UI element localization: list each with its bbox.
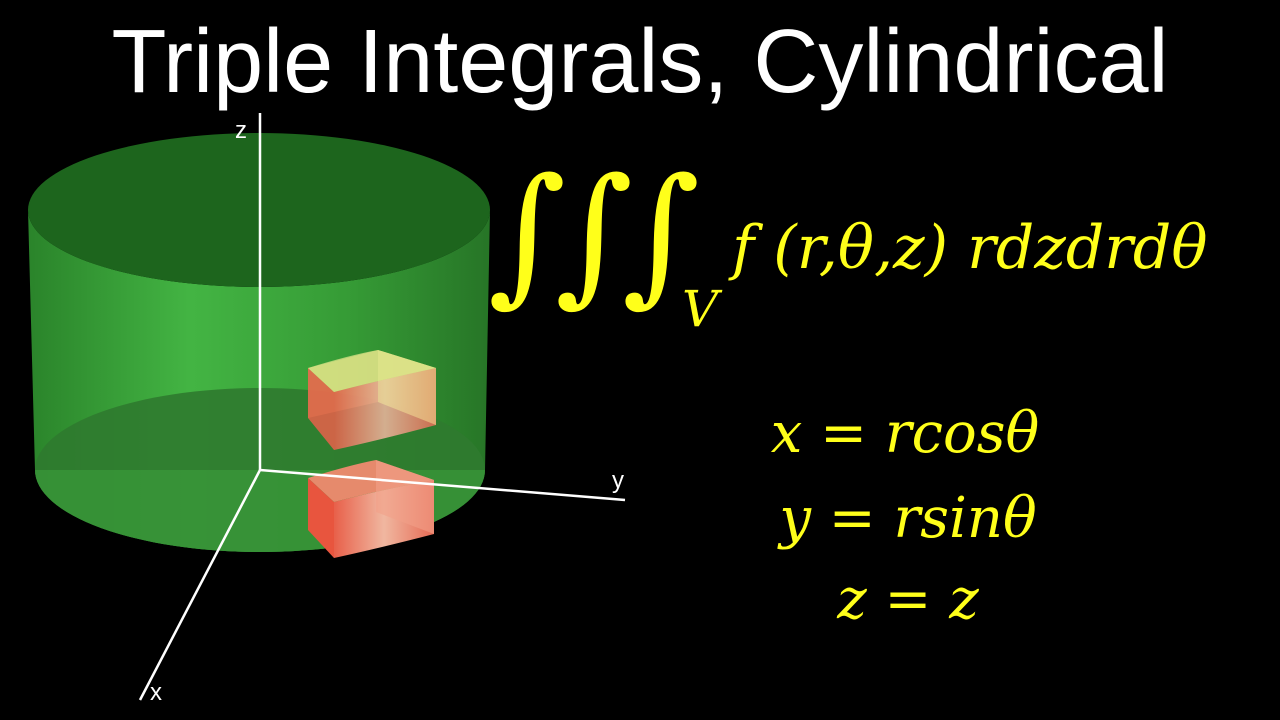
integral-region: V <box>682 280 723 338</box>
wedge-element-inner <box>308 350 436 450</box>
page-title: Triple Integrals, Cylindrical <box>111 12 1169 112</box>
y-axis-label: y <box>612 467 624 494</box>
equation-z: z = z <box>836 567 979 632</box>
integral-sign-3: ∫ <box>622 147 700 321</box>
integrand: f (r,θ,z) rdzdrdθ <box>728 213 1207 283</box>
x-axis-label: x <box>150 679 162 706</box>
integral-sign-2: ∫ <box>555 147 633 321</box>
equation-y: y = rsinθ <box>776 486 1036 551</box>
wedge-element-outer <box>308 460 434 558</box>
x-axis <box>138 469 262 701</box>
equation-x: x = rcosθ <box>771 401 1039 466</box>
y-axis <box>259 468 626 502</box>
z-axis-label: z <box>235 117 247 144</box>
triple-integral: ∫ ∫ ∫ V f (r,θ,z) rdzdrdθ <box>488 147 1207 338</box>
integral-sign-1: ∫ <box>488 147 566 321</box>
